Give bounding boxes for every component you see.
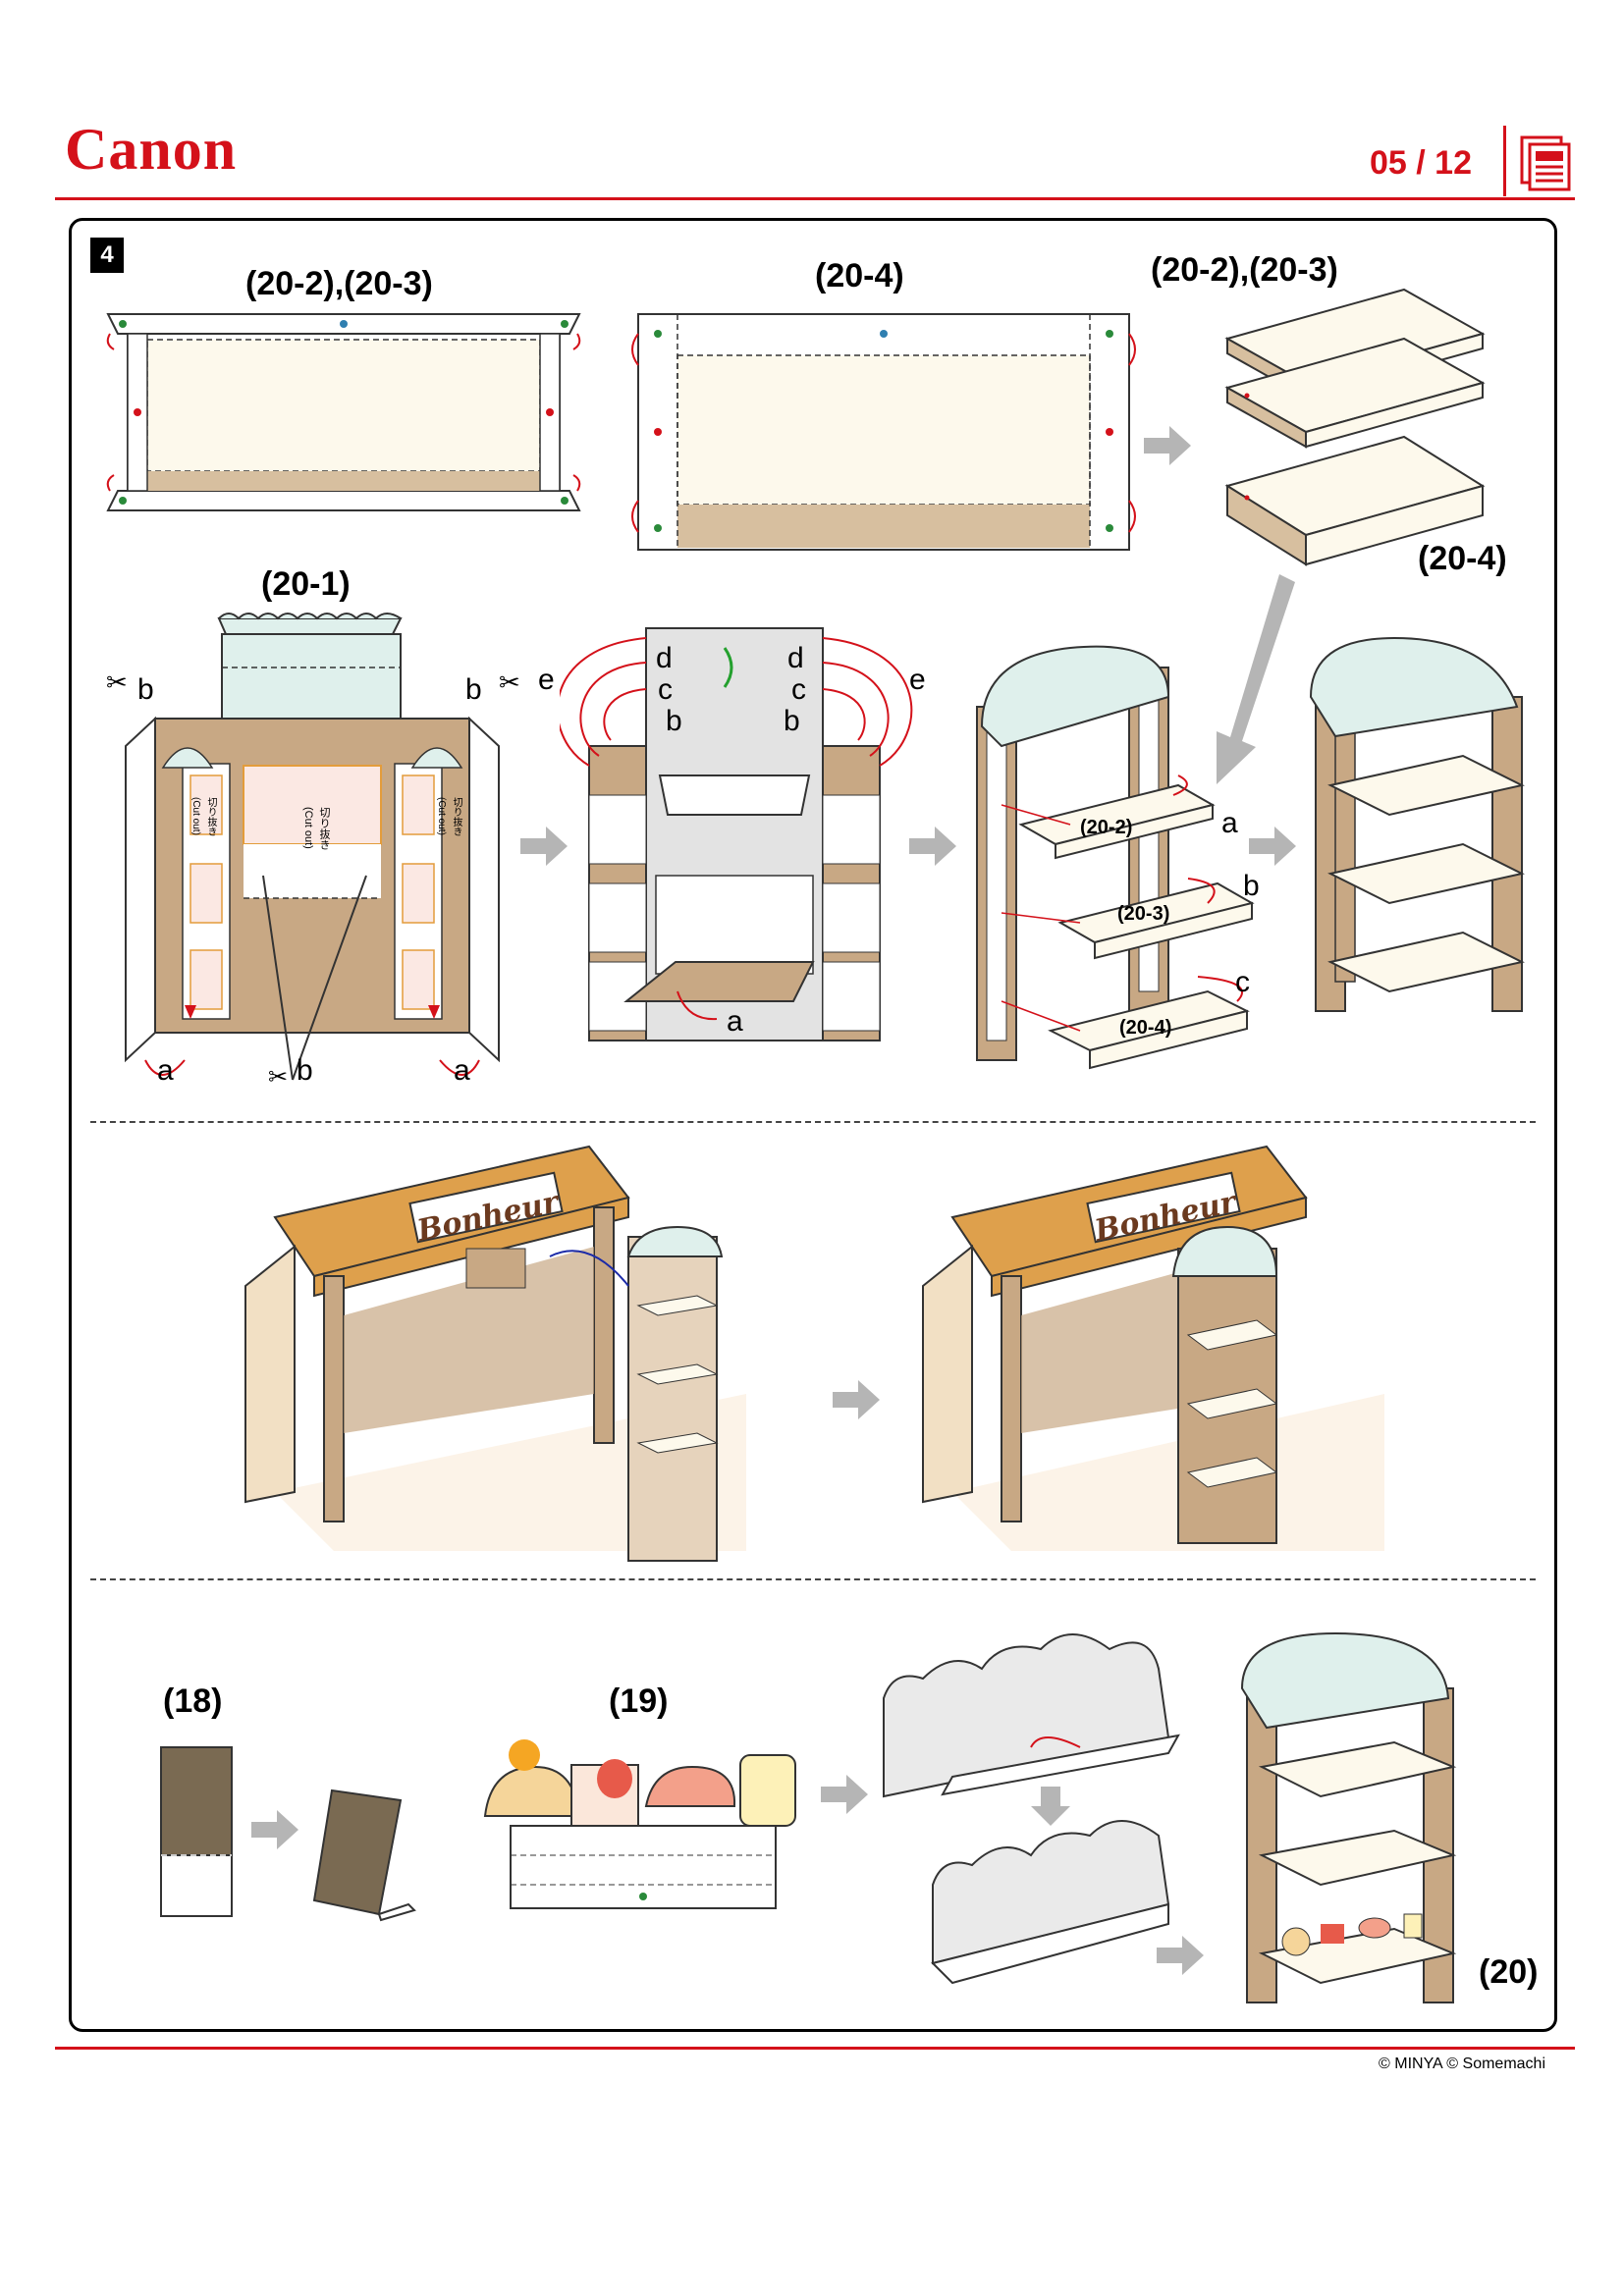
arrow-down-icon: [1217, 574, 1295, 784]
assembled-shelf-stand: [1309, 636, 1525, 1012]
page-indicator: 05 / 12: [1370, 144, 1472, 182]
letter-b-right: b: [465, 673, 482, 706]
flat-piece-20-4: [631, 313, 1136, 551]
svg-text:✂: ✂: [499, 667, 520, 697]
letter-d-right: d: [787, 642, 804, 674]
piece-18-stand: [312, 1789, 416, 1922]
cut-out-label-left: (Cut out): [190, 797, 201, 835]
arrow-right-icon: [1144, 426, 1191, 465]
letter-b-left: b: [137, 673, 154, 706]
label-20-final: (20): [1479, 1953, 1539, 1991]
finished-shelf-20: [1240, 1631, 1457, 2003]
arrow-right-icon: [821, 1775, 868, 1814]
label-20-4-top: (20-4): [815, 257, 904, 294]
canon-logo: Canon: [65, 117, 238, 182]
section-divider: [90, 1578, 1536, 1580]
instruction-frame: [69, 218, 1557, 2032]
svg-text:✂: ✂: [106, 667, 128, 697]
piece-19-food-display: [483, 1739, 796, 1909]
label-20-2-20-3-top: (20-2),(20-3): [245, 265, 433, 302]
label-20-1: (20-1): [261, 565, 351, 603]
footer-rule: [55, 2047, 1575, 2050]
label-19: (19): [609, 1682, 669, 1720]
letter-c-shelf: c: [1235, 966, 1250, 998]
letter-e-right: e: [909, 664, 926, 696]
document-icon[interactable]: [1520, 135, 1573, 192]
arrow-right-icon: [520, 827, 568, 866]
arrow-right-icon: [1157, 1936, 1204, 1975]
arrow-right-icon: [909, 827, 956, 866]
arrow-right-icon: [251, 1810, 298, 1849]
header-divider: [1503, 126, 1506, 196]
header-rule: [55, 197, 1575, 200]
letter-a-right: a: [454, 1054, 470, 1087]
letter-d-left: d: [656, 642, 673, 674]
label-18: (18): [163, 1682, 223, 1720]
section-divider: [90, 1121, 1536, 1123]
shelf-label-20-4: (20-4): [1119, 1017, 1172, 1039]
copyright: © MINYA © Somemachi: [1379, 2056, 1545, 2072]
letter-e-left: e: [538, 664, 555, 696]
letter-a-shelf: a: [1221, 807, 1238, 839]
label-20-2-20-3-stack: (20-2),(20-3): [1151, 251, 1338, 289]
letter-b-fold-right: b: [784, 705, 800, 737]
letter-b-shelf: b: [1243, 870, 1260, 902]
arrow-right-icon: [833, 1380, 880, 1419]
cut-jp-label-left: 切り抜き: [205, 797, 216, 836]
unfolded-stand-20-1: ✂ ✂ ✂: [106, 613, 520, 1090]
shelf-insertion: [976, 645, 1255, 1070]
shelf-label-20-3: (20-3): [1117, 903, 1170, 925]
shop-with-shelf-before: [244, 1145, 746, 1562]
svg-text:✂: ✂: [268, 1064, 288, 1090]
label-20-4-stack: (20-4): [1418, 540, 1507, 577]
assembled-shelves-stack: [1224, 288, 1486, 566]
piece-19-folding: [883, 1633, 1180, 1985]
letter-c-left: c: [658, 673, 673, 706]
shelf-label-20-2: (20-2): [1080, 817, 1133, 838]
folding-stand: [560, 627, 913, 1041]
letter-a-fold: a: [727, 1005, 743, 1038]
step-badge: 4: [90, 238, 124, 273]
letter-b-fold-left: b: [666, 705, 682, 737]
letter-b-bottom: b: [297, 1054, 313, 1087]
cut-out-label-center: (Cut out): [302, 807, 314, 849]
shop-with-shelf-after: [922, 1145, 1384, 1551]
letter-c-right: c: [791, 673, 806, 706]
arrow-right-icon: [1249, 827, 1296, 866]
cut-jp-label-center: 切り抜き: [318, 807, 330, 850]
cut-out-label-right: (Cut out): [436, 797, 447, 835]
cut-jp-label-right: 切り抜き: [451, 797, 461, 836]
piece-18-flat: [160, 1746, 233, 1917]
flat-piece-20-2-20-3: [106, 313, 581, 511]
letter-a-left: a: [157, 1054, 174, 1087]
